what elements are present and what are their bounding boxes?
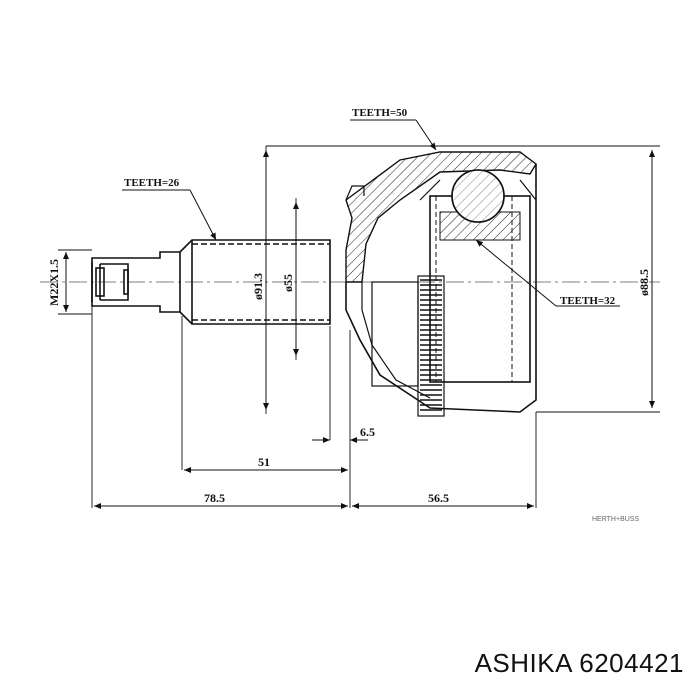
dimension-arrows xyxy=(63,150,655,509)
dim-diam-inner: ø55 xyxy=(281,274,295,292)
part-number: 6204421 xyxy=(579,648,684,678)
callout-leaders xyxy=(122,119,620,307)
abs-ring xyxy=(371,275,445,417)
callout-teeth-26: TEETH=26 xyxy=(124,177,180,189)
dim-6-5: 6.5 xyxy=(360,425,375,439)
watermark: HERTH+BUSS xyxy=(592,516,639,523)
dim-78-5: 78.5 xyxy=(204,491,225,505)
dim-thread: M22X1.5 xyxy=(47,259,61,306)
splined-shaft xyxy=(179,239,331,325)
product-caption: ASHIKA 6204421 xyxy=(475,648,684,679)
abs-ring-teeth xyxy=(420,279,442,411)
brand-name: ASHIKA xyxy=(474,648,572,678)
dim-56-5: 56.5 xyxy=(428,491,449,505)
dim-51: 51 xyxy=(258,455,270,469)
callout-teeth-50: TEETH=50 xyxy=(352,107,408,119)
inner-race xyxy=(419,169,537,383)
dim-diam-shaft: ø91.3 xyxy=(251,273,265,300)
dim-diam-outer: ø88.5 xyxy=(637,269,651,296)
callout-teeth-32: TEETH=32 xyxy=(560,295,616,307)
